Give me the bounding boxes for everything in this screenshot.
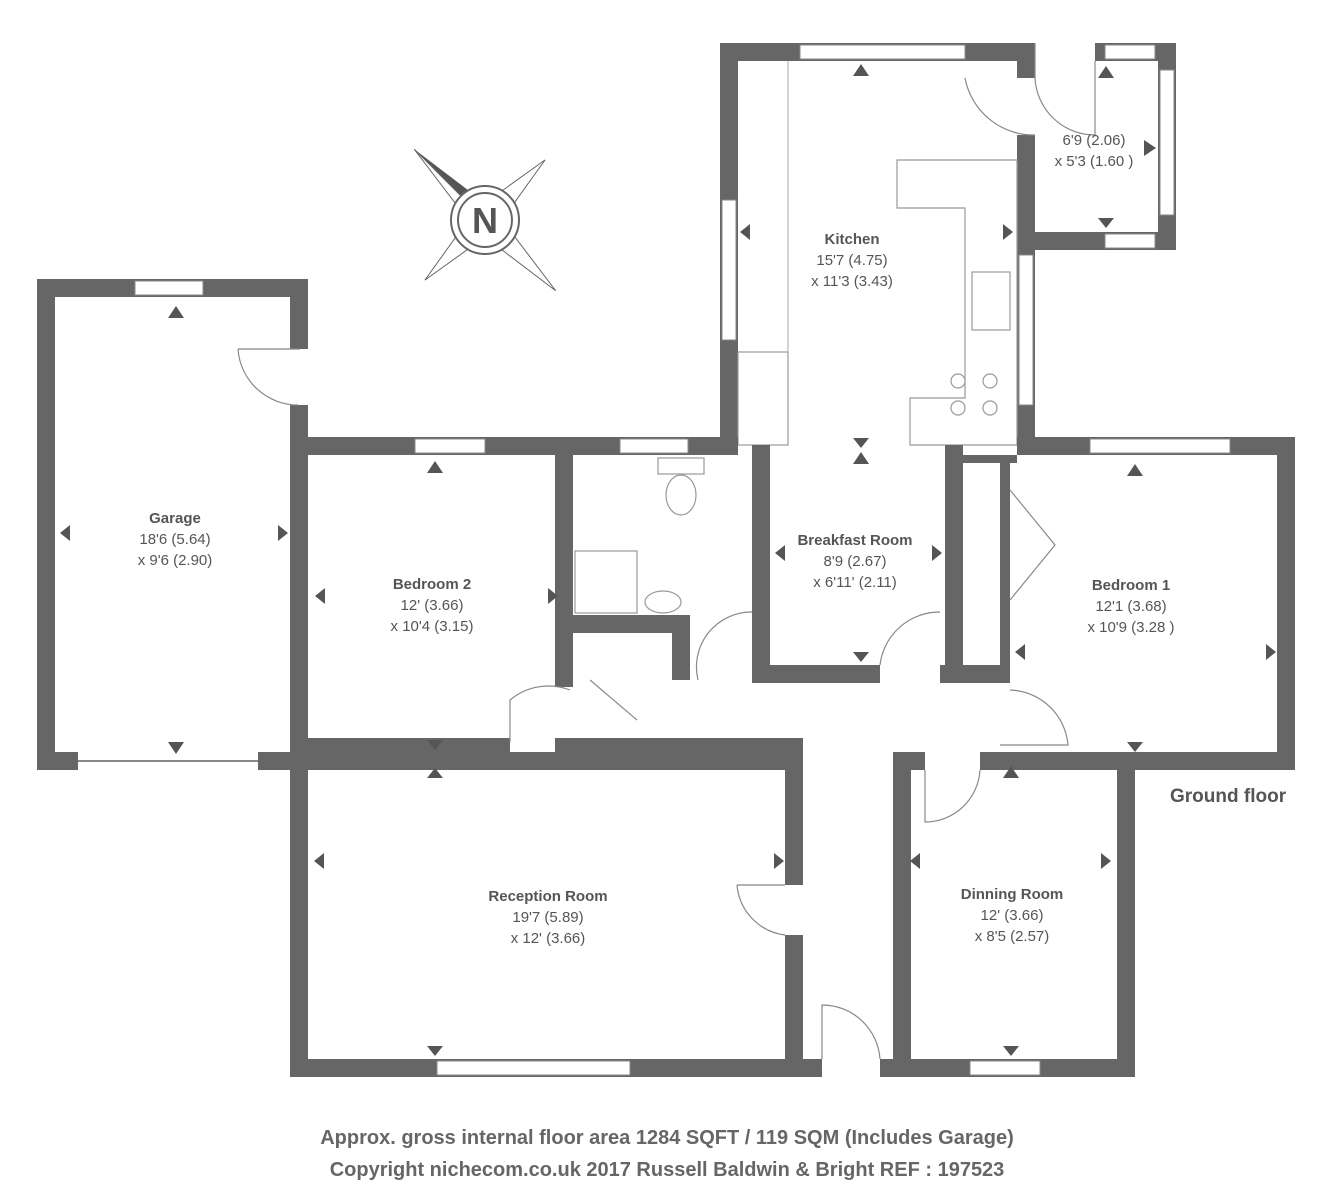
room-name: Kitchen	[824, 231, 879, 248]
copyright-text: Copyright nichecom.co.uk 2017 Russell Ba…	[330, 1159, 1005, 1181]
room-name: Bedroom 1	[1092, 577, 1170, 594]
room-dim: 8'9 (2.67)	[824, 553, 887, 570]
reception-dining-walls	[290, 752, 1135, 1077]
room-dim: x 11'3 (3.43)	[811, 273, 893, 290]
room-label-porch: 6'9 (2.06) x 5'3 (1.60 )	[1055, 132, 1134, 170]
room-dim: x 10'4 (3.15)	[391, 618, 474, 635]
room-dim: 6'9 (2.06)	[1063, 132, 1126, 149]
room-dim: x 6'11' (2.11)	[813, 574, 897, 591]
dimension-arrows	[60, 64, 1276, 1056]
room-label-bedroom2: Bedroom 2 12' (3.66) x 10'4 (3.15)	[391, 576, 474, 635]
room-dim: x 8'5 (2.57)	[975, 928, 1050, 945]
room-name: Dinning Room	[961, 886, 1063, 903]
room-label-dining: Dinning Room 12' (3.66) x 8'5 (2.57)	[961, 886, 1063, 945]
room-dim: 15'7 (4.75)	[816, 252, 887, 269]
room-label-bedroom1: Bedroom 1 12'1 (3.68) x 10'9 (3.28 )	[1087, 577, 1174, 636]
room-dim: x 5'3 (1.60 )	[1055, 153, 1134, 170]
room-name: Breakfast Room	[797, 532, 912, 549]
room-dim: x 9'6 (2.90)	[138, 552, 213, 569]
bedroom1-walls	[770, 437, 1295, 770]
room-label-kitchen: Kitchen 15'7 (4.75) x 11'3 (3.43)	[811, 231, 893, 290]
room-label-breakfast: Breakfast Room 8'9 (2.67) x 6'11' (2.11)	[797, 532, 912, 591]
floor-area-text: Approx. gross internal floor area 1284 S…	[320, 1127, 1014, 1149]
room-dim: 19'7 (5.89)	[512, 909, 583, 926]
floor-label: Ground floor	[1170, 786, 1287, 807]
room-dim: 12' (3.66)	[401, 597, 464, 614]
room-dim: x 10'9 (3.28 )	[1087, 619, 1174, 636]
room-dim: 18'6 (5.64)	[139, 531, 210, 548]
room-dim: x 12' (3.66)	[511, 930, 586, 947]
room-dim: 12' (3.66)	[981, 907, 1044, 924]
compass-letter: N	[472, 200, 498, 241]
room-name: Bedroom 2	[393, 576, 471, 593]
compass-icon: N	[413, 148, 557, 292]
garage-walls	[37, 279, 308, 1077]
room-label-garage: Garage 18'6 (5.64) x 9'6 (2.90)	[138, 510, 213, 569]
kitchen-walls	[720, 43, 1176, 446]
room-name: Reception Room	[488, 888, 607, 905]
room-name: Garage	[149, 510, 201, 527]
room-dim: 12'1 (3.68)	[1095, 598, 1166, 615]
bedroom2-walls	[290, 437, 803, 752]
room-label-reception: Reception Room 19'7 (5.89) x 12' (3.66)	[488, 888, 607, 947]
